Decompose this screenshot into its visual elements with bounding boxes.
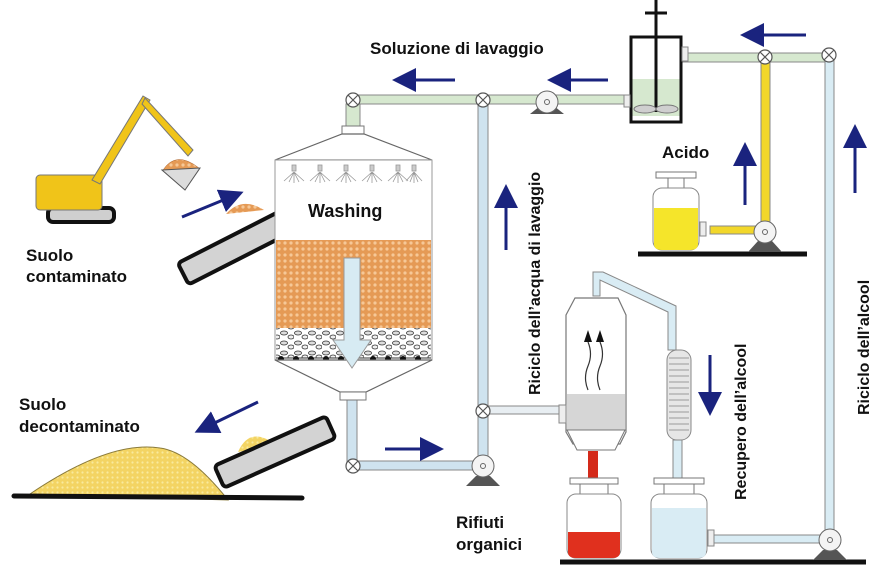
evaporator bbox=[558, 297, 627, 451]
valve-icon bbox=[345, 458, 361, 474]
condenser bbox=[666, 349, 692, 441]
pump-wash-solution bbox=[530, 90, 564, 114]
pump-acid bbox=[748, 220, 782, 252]
acid-pipe bbox=[709, 61, 771, 235]
waste-bottle bbox=[566, 477, 622, 559]
decontaminated-soil-label-line2: decontaminato bbox=[19, 417, 140, 436]
washing-tower bbox=[274, 125, 433, 401]
decontaminated-soil-pile bbox=[11, 446, 305, 501]
contaminated-soil-label-line1: Suolo bbox=[26, 246, 74, 265]
output-conveyor bbox=[213, 415, 337, 489]
contaminated-soil-label-line2: contaminato bbox=[26, 267, 128, 286]
tower-outlet-pipe bbox=[346, 398, 483, 471]
alcohol-recycle-pipe bbox=[711, 57, 835, 544]
wash-water-recycle-label: Riciclo dell’acqua di lavaggio bbox=[527, 171, 544, 395]
valves bbox=[345, 47, 837, 474]
organic-waste-label-line2: organici bbox=[456, 535, 523, 554]
valve-icon bbox=[757, 49, 773, 65]
pump-alcohol bbox=[813, 528, 847, 560]
flow-down-arrow bbox=[332, 257, 372, 369]
alcohol-bottle bbox=[650, 477, 715, 559]
acid-tank bbox=[638, 171, 807, 257]
valve-icon bbox=[475, 403, 491, 419]
wash-solution-label: Soluzione di lavaggio bbox=[370, 39, 544, 58]
spray-nozzles bbox=[283, 164, 423, 183]
valve-icon bbox=[475, 92, 491, 108]
pump-recycle bbox=[466, 454, 500, 486]
arrow-right-icon bbox=[181, 189, 244, 219]
alcohol-recycle-label: Riciclo dell’alcool bbox=[856, 279, 873, 415]
valve-icon bbox=[821, 47, 837, 63]
arrow-down-left-icon bbox=[194, 400, 259, 433]
mixing-tank bbox=[623, 0, 689, 124]
excavator bbox=[35, 95, 201, 224]
waste-pipe bbox=[588, 451, 598, 481]
flow-arrows bbox=[181, 23, 867, 461]
organic-waste-label-line1: Rifiuti bbox=[456, 513, 505, 532]
decontaminated-soil-label-line1: Suolo bbox=[19, 395, 67, 414]
washing-label: Washing bbox=[308, 201, 383, 221]
valve-icon bbox=[345, 92, 361, 108]
alcohol-recovery-label: Recupero dell’alcool bbox=[733, 343, 750, 500]
wash-solution-pipe bbox=[345, 52, 831, 127]
input-conveyor bbox=[177, 203, 292, 286]
wash-water-recycle-pipe bbox=[477, 103, 561, 457]
acid-label: Acido bbox=[662, 143, 710, 162]
